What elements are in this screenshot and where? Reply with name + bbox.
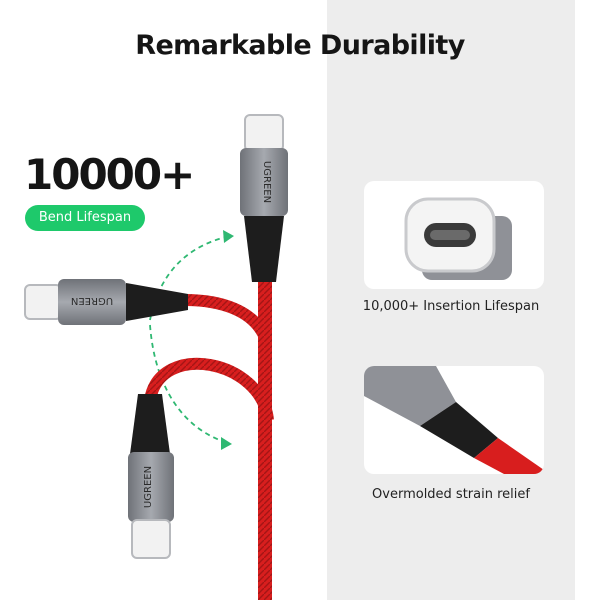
arrow-up-icon bbox=[223, 230, 234, 243]
usb-c-tip-top bbox=[244, 114, 284, 152]
strain-relief-left bbox=[126, 283, 188, 321]
brand-label-bottom: UGREEN bbox=[143, 466, 154, 508]
connector-housing-bottom bbox=[128, 452, 174, 522]
cable-lower-bend bbox=[144, 357, 274, 422]
usb-c-cable-illustration: UGREEN UGREEN UGREEN bbox=[24, 114, 288, 600]
usb-c-tip-bottom bbox=[131, 519, 171, 559]
brand-label: UGREEN bbox=[261, 161, 272, 203]
strain-relief-bottom bbox=[130, 394, 170, 454]
insertion-lifespan-card bbox=[364, 181, 544, 289]
brand-label-left: UGREEN bbox=[71, 295, 113, 306]
cable-horizontal-bend bbox=[184, 294, 272, 343]
connector-housing-left bbox=[58, 279, 126, 325]
strain-relief-caption: Overmolded strain relief bbox=[372, 487, 530, 502]
insertion-lifespan-caption: 10,000+ Insertion Lifespan bbox=[362, 299, 540, 314]
bend-count: 10000+ bbox=[24, 150, 195, 199]
strain-relief-card bbox=[364, 366, 544, 474]
bend-arc-upper bbox=[149, 235, 231, 321]
cable-main bbox=[258, 282, 272, 600]
bend-lifespan-badge: Bend Lifespan bbox=[25, 205, 145, 231]
strain-relief-top bbox=[244, 216, 284, 282]
usb-c-plug-closeup bbox=[404, 197, 512, 280]
connector-housing-top bbox=[240, 148, 288, 216]
strain-relief-closeup bbox=[364, 366, 544, 474]
arrow-down-icon bbox=[221, 437, 232, 450]
bend-arc-lower bbox=[149, 324, 229, 444]
page-title: Remarkable Durability bbox=[135, 30, 465, 61]
feature-panel bbox=[327, 0, 575, 600]
usb-c-tip-left bbox=[24, 284, 62, 320]
